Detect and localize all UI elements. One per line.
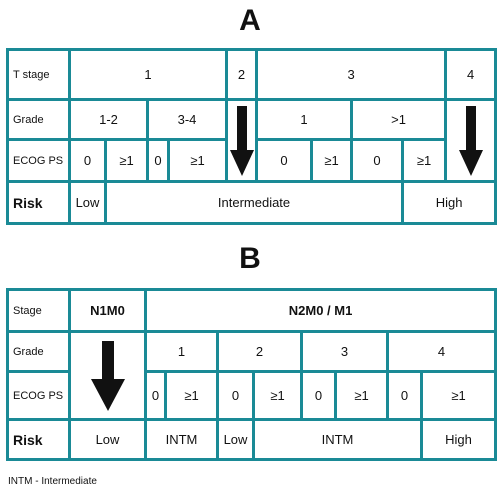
grade-3: 3 (300, 330, 389, 373)
down-arrow-icon (229, 105, 254, 176)
grade-2: 2 (216, 330, 303, 373)
down-arrow-icon (458, 105, 483, 176)
footnote: INTM - Intermediate (8, 476, 97, 487)
risk-high: High (401, 180, 498, 225)
t4-arrow-cell (444, 98, 498, 183)
ecog-cell: 0 (386, 370, 423, 421)
t-stage-label: T stage (6, 48, 71, 101)
stage-n1m0: N1M0 (68, 288, 147, 333)
ecog-cell: 0 (300, 370, 337, 421)
ecog-cell: ≥1 (252, 370, 303, 421)
stage-label: Stage (6, 288, 71, 333)
ecog-cell: 0 (144, 370, 167, 421)
grade-t3-1: 1 (255, 98, 354, 141)
risk-label: Risk (6, 418, 71, 461)
panel-a-table: T stage 1 2 3 4 Grade 1-2 3-4 1 >1 ECOG … (6, 48, 498, 225)
ecog-cell: ≥1 (166, 138, 229, 183)
ecog-cell: ≥1 (104, 138, 149, 183)
ecog-cell: 0 (255, 138, 314, 183)
ecog-cell: 0 (216, 370, 255, 421)
grade-4: 4 (385, 330, 498, 373)
ecog-cell: ≥1 (401, 138, 448, 183)
ecog-label: ECOG PS (6, 370, 71, 421)
panel-b-table: Stage N1M0 N2M0 / M1 Grade 1 2 3 4 ECOG … (6, 288, 498, 461)
risk-label: Risk (6, 180, 71, 225)
ecog-cell: ≥1 (334, 370, 389, 421)
grade-label: Grade (6, 98, 71, 141)
risk-low: Low (216, 418, 255, 461)
grade-3-4: 3-4 (145, 98, 229, 141)
risk-intm: INTM (252, 418, 423, 461)
ecog-cell: ≥1 (164, 370, 219, 421)
risk-high: High (419, 418, 498, 461)
risk-low: Low (68, 180, 107, 225)
t-stage-2: 2 (225, 48, 259, 101)
ecog-cell: ≥1 (419, 370, 498, 421)
panel-a-letter: A (239, 4, 261, 37)
ecog-cell: 0 (350, 138, 405, 183)
stage-n2m0-m1: N2M0 / M1 (143, 288, 498, 333)
grade-1: 1 (144, 330, 219, 373)
grade-1-2: 1-2 (68, 98, 149, 141)
t-stage-3: 3 (255, 48, 448, 101)
ecog-cell: ≥1 (310, 138, 354, 183)
down-arrow-icon (90, 340, 125, 411)
t2-arrow-cell (225, 98, 259, 183)
risk-intermediate: Intermediate (103, 180, 405, 225)
t-stage-4: 4 (444, 48, 498, 101)
panel-b-letter: B (239, 242, 261, 275)
ecog-cell: 0 (68, 138, 107, 183)
risk-low: Low (68, 418, 147, 461)
grade-t3-gt1: >1 (350, 98, 448, 141)
ecog-cell: 0 (146, 138, 170, 183)
risk-intm: INTM (144, 418, 219, 461)
t-stage-1: 1 (67, 48, 229, 101)
grade-label: Grade (6, 330, 71, 373)
ecog-label: ECOG PS (6, 138, 71, 183)
n1m0-arrow-cell (68, 330, 147, 421)
